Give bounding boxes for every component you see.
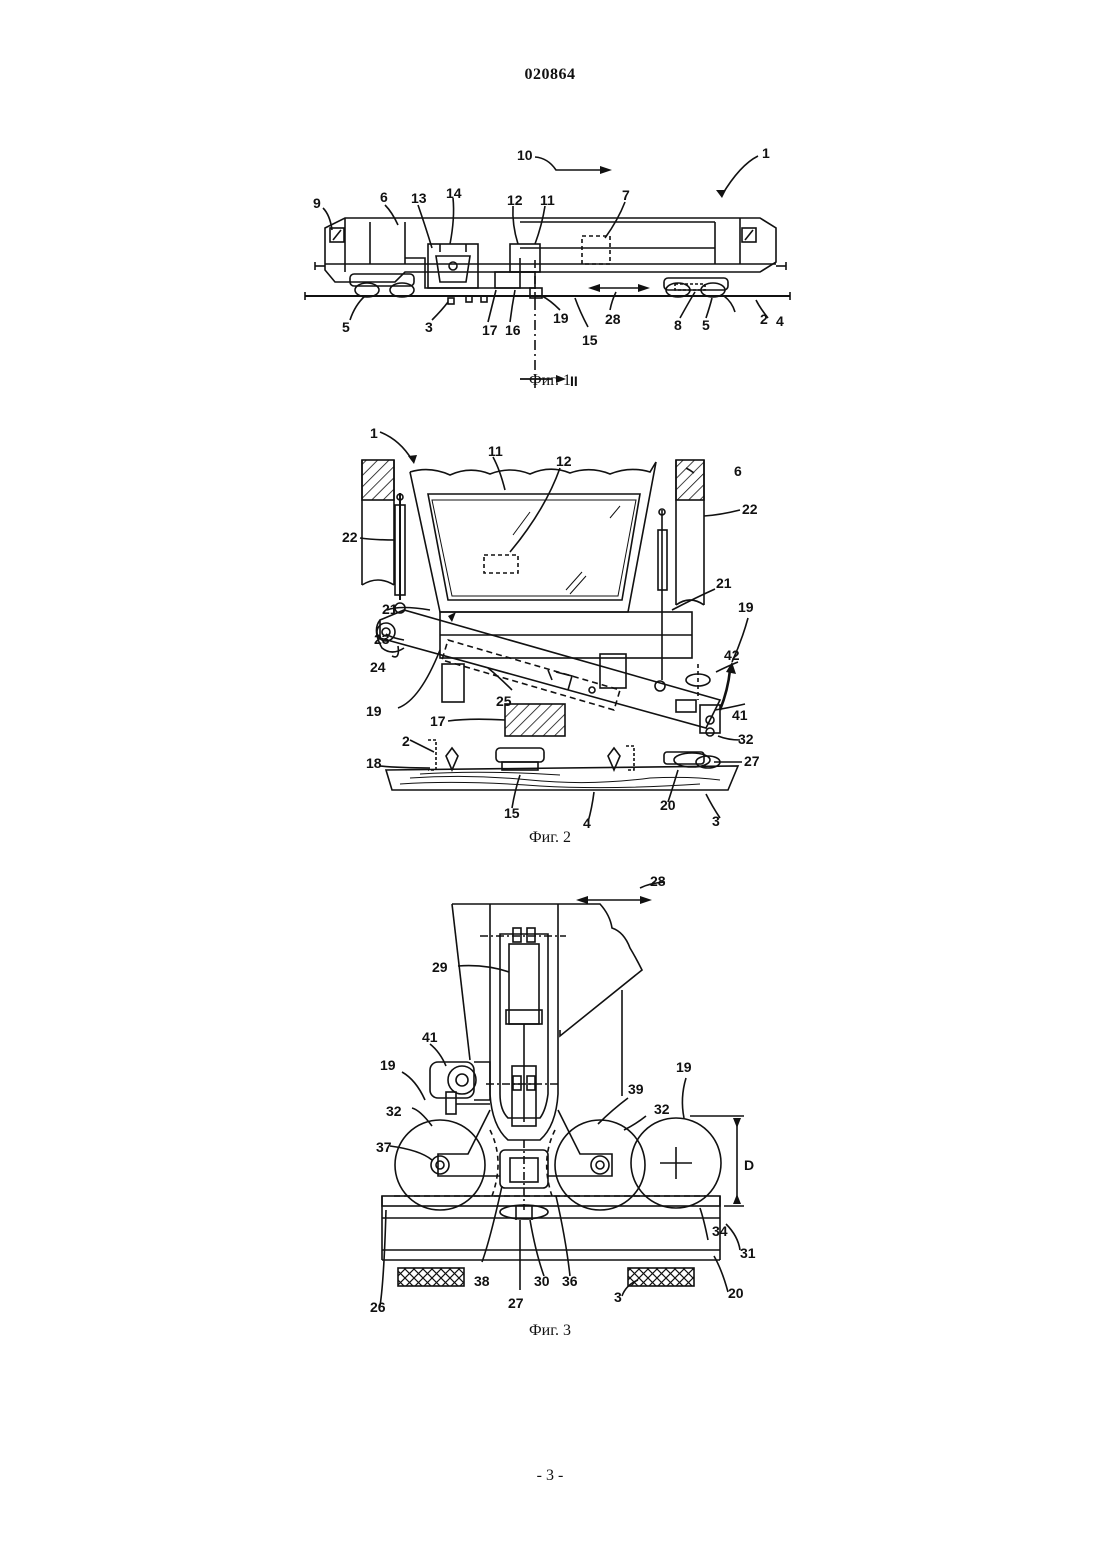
label: 29	[432, 959, 448, 975]
label: 41	[422, 1029, 438, 1045]
label: 26	[370, 1299, 386, 1315]
label: 39	[628, 1081, 644, 1097]
label: 37	[376, 1139, 392, 1155]
label: 19	[380, 1057, 396, 1073]
label: 32	[386, 1103, 402, 1119]
label: 36	[562, 1273, 578, 1289]
label: 31	[740, 1245, 756, 1261]
label: 34	[712, 1223, 728, 1239]
label: 38	[474, 1273, 490, 1289]
label: 30	[534, 1273, 550, 1289]
label: D	[744, 1157, 754, 1173]
figure-3-labels: 3 19 19 20 26 27 28 29 30 31 32 32 34 36…	[0, 0, 1100, 1400]
page-number: - 3 -	[0, 1467, 1100, 1485]
label: 27	[508, 1295, 524, 1311]
label: 28	[650, 873, 666, 889]
label: 32	[654, 1101, 670, 1117]
label: 20	[728, 1285, 744, 1301]
label: 19	[676, 1059, 692, 1075]
label: 3	[614, 1289, 622, 1305]
